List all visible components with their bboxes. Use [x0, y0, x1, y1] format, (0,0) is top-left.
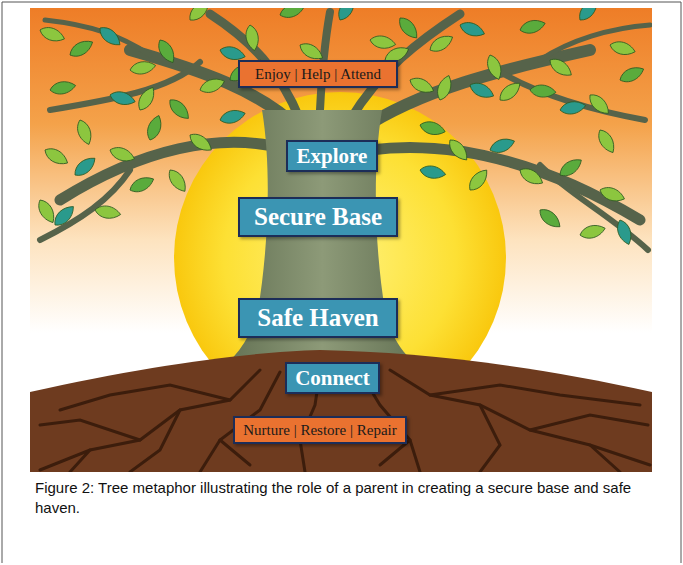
- stage-box: Connect: [285, 362, 380, 394]
- figure-caption: Figure 2: Tree metaphor illustrating the…: [35, 478, 655, 518]
- box-label: Enjoy | Help | Attend: [255, 66, 381, 83]
- box-label: Safe Haven: [257, 304, 379, 332]
- stage-box: Secure Base: [238, 197, 398, 237]
- action-box: Nurture | Restore | Repair: [233, 416, 407, 444]
- box-label: Explore: [297, 144, 368, 169]
- stage-box: Explore: [286, 140, 378, 172]
- action-box: Enjoy | Help | Attend: [238, 60, 398, 88]
- box-label: Nurture | Restore | Repair: [243, 422, 396, 439]
- box-label: Secure Base: [254, 203, 382, 231]
- stage-box: Safe Haven: [238, 298, 398, 338]
- box-label: Connect: [295, 366, 370, 391]
